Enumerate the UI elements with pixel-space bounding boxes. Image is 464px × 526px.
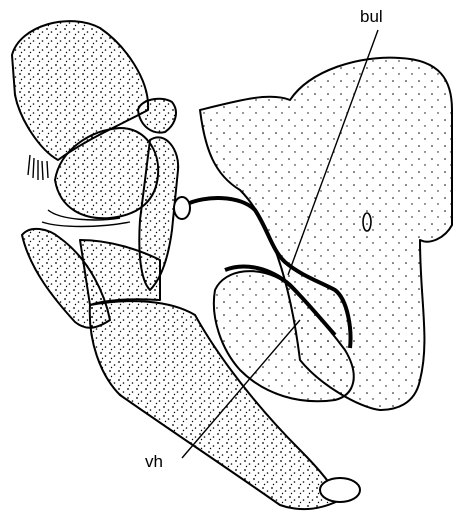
duct-opening bbox=[174, 197, 190, 219]
terminal-oval bbox=[320, 478, 360, 502]
label-vh: vh bbox=[145, 452, 163, 471]
upper-nub bbox=[138, 99, 176, 133]
upper-left-lobe-fringe bbox=[28, 155, 48, 180]
label-bul: bul bbox=[360, 7, 383, 26]
